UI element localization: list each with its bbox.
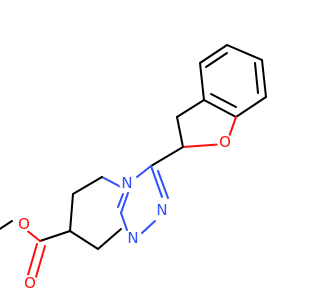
ester-oxygen-label: O	[18, 215, 30, 233]
bond	[210, 93, 237, 108]
triazole-nitrogen-upper-label: N	[156, 201, 167, 219]
bond	[150, 165, 163, 198]
bond	[35, 245, 46, 278]
bond	[203, 99, 237, 118]
bond	[0, 220, 13, 230]
bond	[69, 230, 99, 250]
bond	[235, 96, 267, 118]
carbonyl-oxygen-label: O	[24, 274, 36, 292]
piperidine-ring	[69, 176, 122, 250]
bond	[199, 44, 228, 64]
bond	[228, 116, 237, 138]
bond	[226, 44, 263, 61]
triazole-ring	[117, 165, 169, 234]
triazole-nitrogen-lower-label: N	[127, 229, 138, 247]
bond	[117, 193, 124, 208]
bond	[254, 62, 259, 94]
bond	[150, 146, 184, 167]
bond	[176, 116, 184, 148]
bond	[39, 230, 71, 242]
bond	[72, 176, 103, 195]
bond	[27, 243, 38, 276]
bond	[120, 212, 128, 231]
bond	[120, 192, 129, 214]
bond	[97, 228, 122, 250]
bond	[176, 99, 205, 118]
bond	[205, 52, 228, 68]
bond	[101, 176, 122, 188]
bond	[141, 220, 156, 234]
bond	[157, 170, 169, 199]
benzene-ring	[199, 44, 267, 118]
bond	[261, 59, 267, 98]
ester-group	[0, 220, 71, 278]
ring-oxygen-label: O	[219, 133, 231, 151]
bond	[136, 165, 152, 178]
bond	[199, 62, 205, 101]
atom-labels: O N N N O O	[16, 133, 233, 292]
bridge-nitrogen-label: N	[121, 174, 132, 192]
bond	[69, 193, 74, 232]
molecule-structure: O N N N O O	[0, 44, 267, 292]
